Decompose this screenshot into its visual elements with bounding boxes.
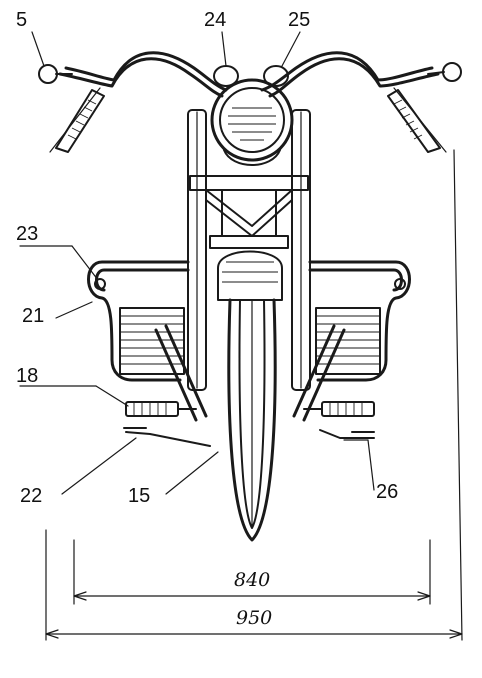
front-fork xyxy=(187,109,311,391)
exhaust-pipes xyxy=(154,324,346,422)
front-fender xyxy=(217,250,283,301)
gear-pedal xyxy=(123,427,211,447)
dimension-950: 950 xyxy=(236,607,272,629)
left-footrest xyxy=(125,401,197,417)
callout-18: 18 xyxy=(16,365,38,387)
callout-25: 25 xyxy=(288,9,310,31)
callout-24: 24 xyxy=(204,9,226,31)
dimension-lines xyxy=(45,149,463,641)
dimension-840: 840 xyxy=(234,569,270,591)
handlebar xyxy=(58,51,440,98)
right-grip xyxy=(387,87,447,153)
callout-21: 21 xyxy=(22,305,44,327)
left-cylinder xyxy=(119,307,185,375)
callout-23: 23 xyxy=(16,223,38,245)
callout-5: 5 xyxy=(16,9,27,31)
leader-lines xyxy=(19,31,375,495)
callout-26: 26 xyxy=(376,481,398,503)
callout-22: 22 xyxy=(20,485,42,507)
frame-triple-clamp xyxy=(189,175,309,249)
callout-15: 15 xyxy=(128,485,150,507)
left-grip xyxy=(49,87,105,153)
crash-bar xyxy=(87,260,411,382)
brake-pedal xyxy=(319,429,375,439)
left-mirror xyxy=(38,64,73,84)
front-wheel xyxy=(227,298,277,542)
headlight xyxy=(210,78,294,166)
right-footrest xyxy=(303,401,375,417)
right-mirror xyxy=(427,62,462,82)
right-cylinder xyxy=(315,307,381,375)
